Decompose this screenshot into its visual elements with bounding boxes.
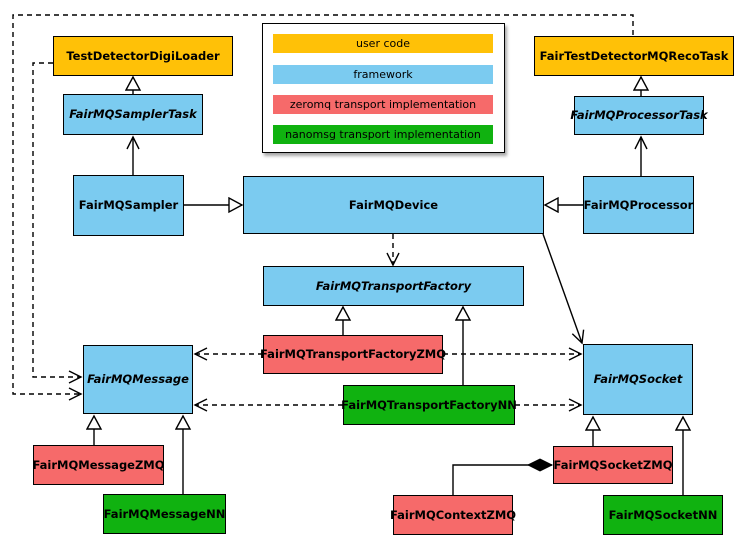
node-fairmq-socket: FairMQSocket (583, 344, 693, 415)
node-fairmq-processor-task: FairMQProcessorTask (570, 96, 708, 135)
legend-item-user-code: user code (273, 34, 493, 53)
node-fairmq-sampler-task: FairMQSamplerTask (63, 94, 203, 135)
legend-item-zeromq: zeromq transport implementation (273, 95, 493, 114)
node-fairmq-socket-zmq: FairMQSocketZMQ (553, 446, 673, 484)
node-fairmq-context-zmq: FairMQContextZMQ (390, 495, 516, 535)
node-fair-test-detector-mq-reco-task: FairTestDetectorMQRecoTask (534, 36, 734, 76)
legend: user code framework zeromq transport imp… (262, 23, 505, 153)
node-fairmq-message: FairMQMessage (83, 345, 193, 414)
node-fairmq-message-zmq: FairMQMessageZMQ (32, 445, 165, 485)
legend-item-framework: framework (273, 65, 493, 84)
node-fairmq-message-nn: FairMQMessageNN (103, 494, 226, 534)
node-fairmq-transport-factory-zmq: FairMQTransportFactoryZMQ (260, 335, 446, 374)
node-test-detector-digi-loader: TestDetectorDigiLoader (53, 36, 233, 76)
edge-device-to-socket (542, 233, 585, 345)
edge-context_zmq-to-socket_zmq (452, 465, 552, 495)
node-fairmq-device: FairMQDevice (243, 176, 544, 234)
node-fairmq-processor: FairMQProcessor (583, 176, 694, 234)
node-fairmq-sampler: FairMQSampler (73, 175, 184, 236)
legend-item-nanomsg: nanomsg transport implementation (273, 125, 493, 144)
node-fairmq-transport-factory-nn: FairMQTransportFactoryNN (341, 385, 517, 425)
node-fairmq-socket-nn: FairMQSocketNN (603, 495, 723, 535)
node-fairmq-transport-factory: FairMQTransportFactory (263, 266, 524, 306)
